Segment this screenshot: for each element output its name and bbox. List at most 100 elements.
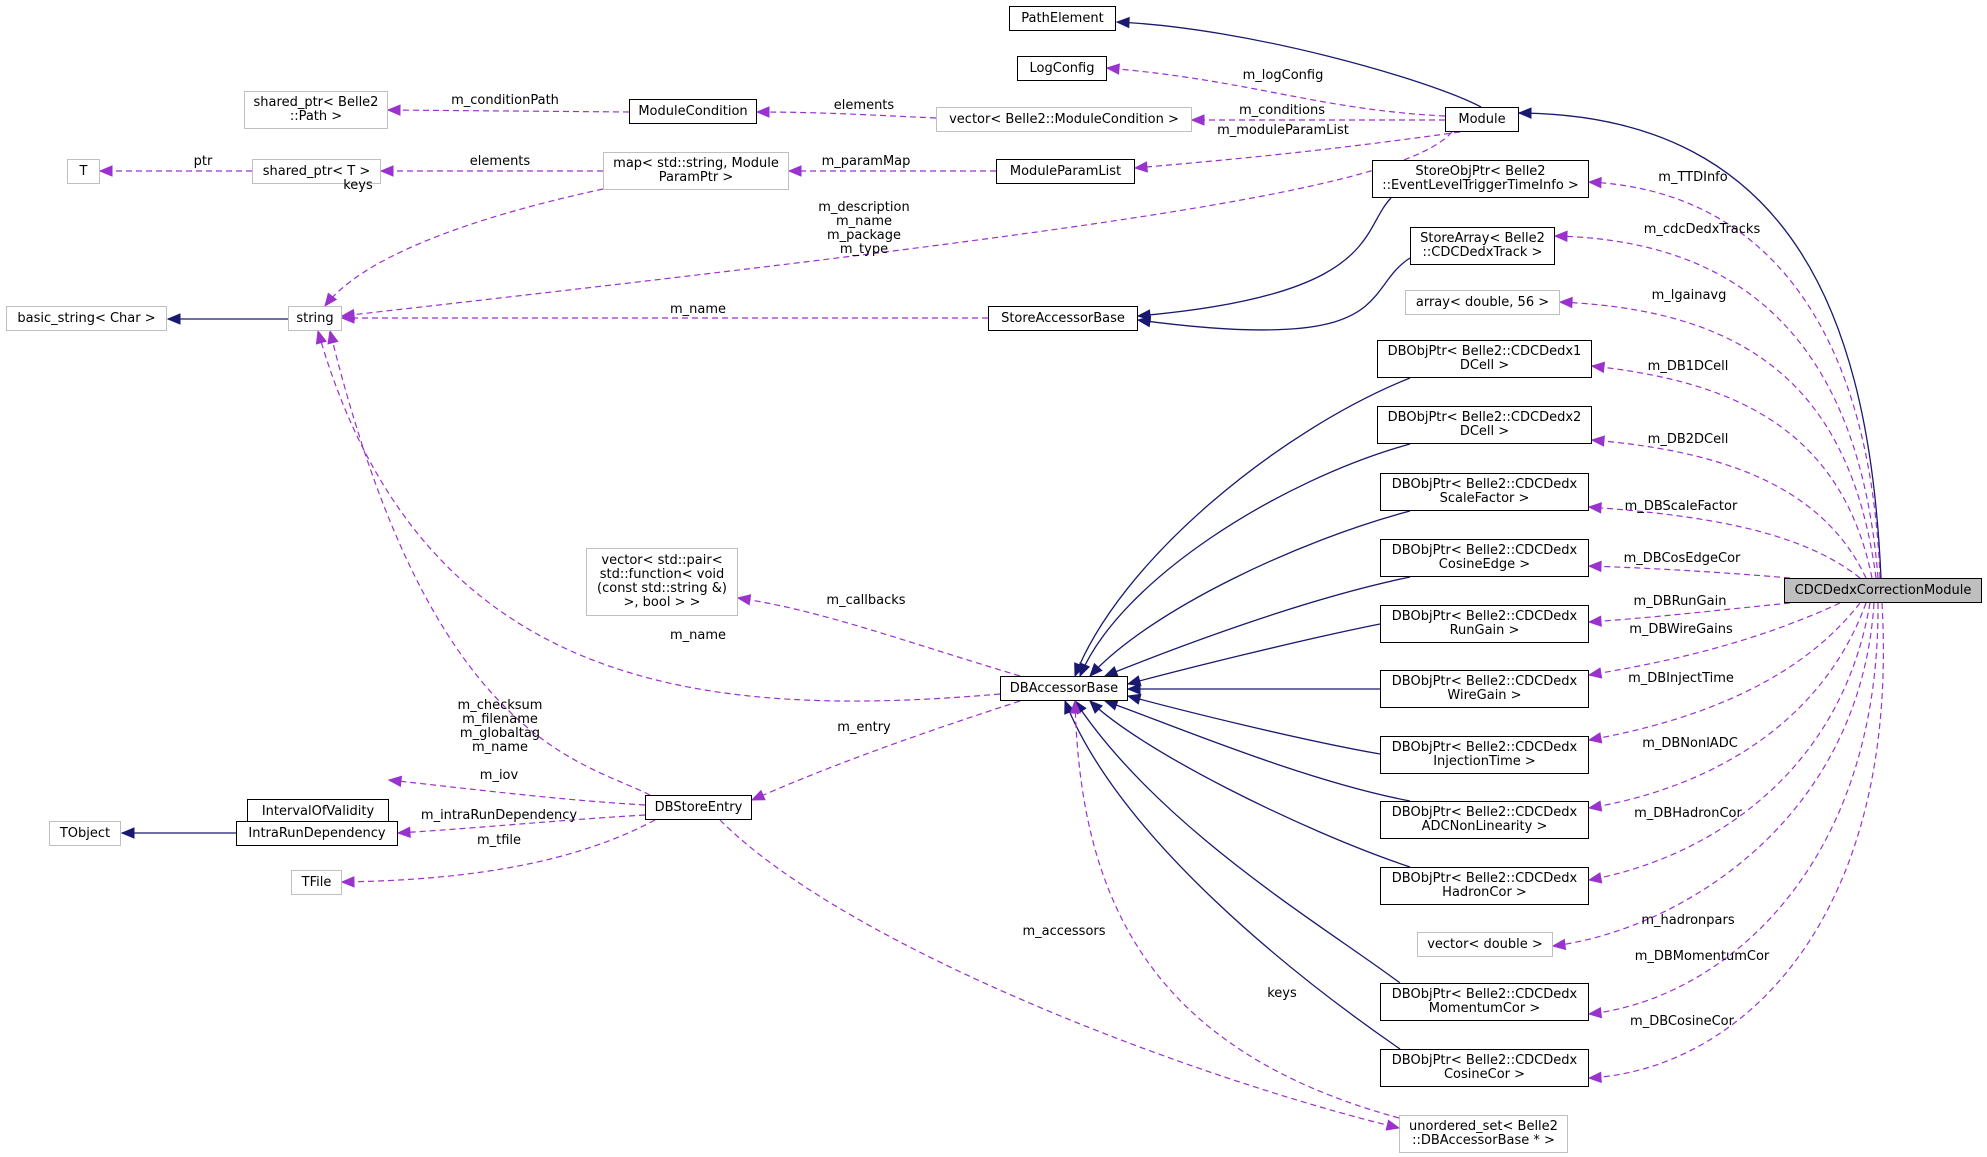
- edge-label: m_TTDInfo: [1613, 171, 1773, 185]
- class-node-label: shared_ptr< Belle2: [253, 95, 379, 110]
- class-node-module-condition[interactable]: ModuleCondition: [629, 99, 757, 124]
- edge-label-line: m_DB1DCell: [1647, 359, 1729, 374]
- class-node-dbaccessor-base[interactable]: DBAccessorBase: [1000, 676, 1128, 701]
- class-node-label: StoreArray< Belle2: [1420, 231, 1545, 246]
- class-node-store-accessor-base[interactable]: StoreAccessorBase: [988, 306, 1138, 331]
- edge-label: keys: [278, 179, 438, 193]
- class-node-label: StoreObjPtr< Belle2: [1415, 164, 1546, 179]
- edge-label-line: m_name: [835, 214, 893, 229]
- edge-label-line: m_callbacks: [826, 593, 906, 608]
- class-node-path-element[interactable]: PathElement: [1009, 6, 1116, 31]
- class-node-label: unordered_set< Belle2: [1409, 1119, 1558, 1134]
- usage-edge-cdcdedx-correction-module-to-dbadcnon-linearity-arrowhead: [1587, 800, 1603, 812]
- class-node-log-config[interactable]: LogConfig: [1017, 56, 1107, 81]
- usage-edge-cdcdedx-correction-module-to-dbwire-gain: [1588, 602, 1841, 676]
- edge-label-line: m_filename: [462, 712, 538, 727]
- class-node-label: >, bool > >: [623, 595, 701, 610]
- class-node-module-param-list[interactable]: ModuleParamList: [996, 159, 1135, 184]
- edge-label-line: m_DBHadronCor: [1634, 806, 1742, 821]
- class-node-tobject[interactable]: TObject: [49, 821, 121, 846]
- edge-label-line: m_paramMap: [821, 154, 911, 169]
- edge-label: m_name: [618, 303, 778, 317]
- class-node-interval-of-validity[interactable]: IntervalOfValidity: [247, 799, 389, 824]
- usage-edge-vector-modcond-to-module-condition: [756, 111, 937, 119]
- edge-label-line: m_name: [669, 628, 727, 643]
- class-node-label: CosineEdge >: [1438, 557, 1531, 572]
- usage-edge-cdcdedx-correction-module-to-dbcosine-cor-arrowhead: [1587, 1071, 1602, 1084]
- usage-edge-cdcdedx-correction-module-to-db2-dcell-arrowhead: [1590, 435, 1605, 447]
- class-node-label: DCell >: [1459, 358, 1510, 373]
- class-node-string[interactable]: string: [288, 306, 342, 331]
- edge-label-line: m_DBNonlADC: [1642, 736, 1738, 751]
- class-node-label: CDCDedxCorrectionModule: [1794, 582, 1972, 598]
- usage-edge-dbstore-entry-to-intra-run-dependency: [397, 814, 646, 834]
- usage-edge-cdcdedx-correction-module-to-store-obj-ptr-ttd: [1588, 181, 1881, 579]
- class-node-module[interactable]: Module: [1445, 107, 1519, 132]
- inheritance-edge-store-obj-ptr-ttd-to-store-accessor-base: [1137, 197, 1392, 317]
- edge-label: m_intraRunDependency: [419, 809, 579, 823]
- edge-label-line: m_DB2DCell: [1647, 432, 1729, 447]
- class-node-label: DBAccessorBase: [1009, 680, 1119, 696]
- usage-edge-cdcdedx-correction-module-to-dbscale-factor-arrowhead: [1587, 502, 1602, 514]
- usage-edge-cdcdedx-correction-module-to-vector-double-arrowhead: [1551, 938, 1567, 951]
- inheritance-edge-dbmomentum-cor-to-dbaccessor-base: [1074, 700, 1401, 984]
- usage-edge-dbstore-entry-to-unordered-set: [719, 819, 1400, 1129]
- class-node-vector-modcond[interactable]: vector< Belle2::ModuleCondition >: [936, 107, 1192, 132]
- usage-edge-module-to-module-param-list-arrowhead: [1133, 161, 1148, 173]
- edge-label: m_DBHadronCor: [1608, 807, 1768, 821]
- edge-label: m_DBRunGain: [1600, 595, 1760, 609]
- usage-edge-map-param-to-shared-ptr-t-arrowhead: [379, 165, 394, 177]
- class-node-dbstore-entry[interactable]: DBStoreEntry: [645, 795, 752, 820]
- class-node-basic-string[interactable]: basic_string< Char >: [6, 306, 167, 331]
- class-node-unordered-set[interactable]: unordered_set< Belle2::DBAccessorBase * …: [1399, 1115, 1568, 1153]
- edge-label-line: m_intraRunDependency: [420, 808, 578, 823]
- edge-label-line: m_DBWireGains: [1629, 622, 1733, 637]
- class-node-array-double[interactable]: array< double, 56 >: [1405, 290, 1560, 315]
- inheritance-edge-store-array-cdcdedx-track-to-store-accessor-base: [1137, 257, 1411, 331]
- usage-edge-unordered-set-to-dbaccessor-base-arrowhead: [1069, 699, 1082, 714]
- edge-label: m_iov: [419, 769, 579, 783]
- usage-edge-module-to-module-param-list: [1134, 131, 1461, 169]
- class-node-label: ScaleFactor >: [1439, 491, 1530, 506]
- class-node-intra-run-dependency[interactable]: IntraRunDependency: [236, 821, 398, 846]
- class-node-label: DBObjPtr< Belle2::CDCDedx: [1391, 543, 1578, 558]
- edge-label-line: m_accessors: [1022, 924, 1106, 939]
- class-node-label: DBObjPtr< Belle2::CDCDedx: [1391, 1053, 1578, 1068]
- edge-label-line: keys: [343, 178, 373, 193]
- edge-label-line: m_package: [826, 228, 902, 243]
- class-node-store-array-cdcdedx-track[interactable]: StoreArray< Belle2::CDCDedxTrack >: [1410, 227, 1555, 265]
- class-node-vector-callbacks[interactable]: vector< std::pair<std::function< void(co…: [586, 548, 738, 616]
- usage-edge-module-to-string: [341, 131, 1453, 317]
- class-node-label: Module: [1458, 111, 1506, 127]
- class-node-store-obj-ptr-ttd[interactable]: StoreObjPtr< Belle2::EventLevelTriggerTi…: [1372, 160, 1589, 198]
- class-node-label: map< std::string, Module: [613, 156, 779, 171]
- class-node-shared-ptr-t[interactable]: shared_ptr< T >: [252, 159, 381, 184]
- class-node-label: T: [79, 163, 88, 179]
- usage-edge-cdcdedx-correction-module-to-dbcosine-cor: [1588, 602, 1884, 1079]
- usage-edge-module-to-log-config-arrowhead: [1105, 63, 1120, 75]
- class-node-cdcdedx-correction-module[interactable]: CDCDedxCorrectionModule: [1784, 578, 1982, 603]
- class-node-shared-ptr-path[interactable]: shared_ptr< Belle2::Path >: [244, 91, 388, 129]
- usage-edge-dbstore-entry-to-tfile: [341, 819, 656, 883]
- usage-edge-cdcdedx-correction-module-to-db1-dcell: [1591, 365, 1873, 579]
- class-node-tfile[interactable]: TFile: [291, 870, 342, 895]
- edge-label: m_tfile: [419, 834, 579, 848]
- edge-label: elements: [784, 99, 944, 113]
- edge-label-line: m_DBCosineCor: [1630, 1014, 1734, 1029]
- class-node-t[interactable]: T: [67, 159, 100, 184]
- class-node-vector-double[interactable]: vector< double >: [1417, 932, 1553, 957]
- usage-edge-cdcdedx-correction-module-to-db1-dcell-arrowhead: [1590, 361, 1606, 374]
